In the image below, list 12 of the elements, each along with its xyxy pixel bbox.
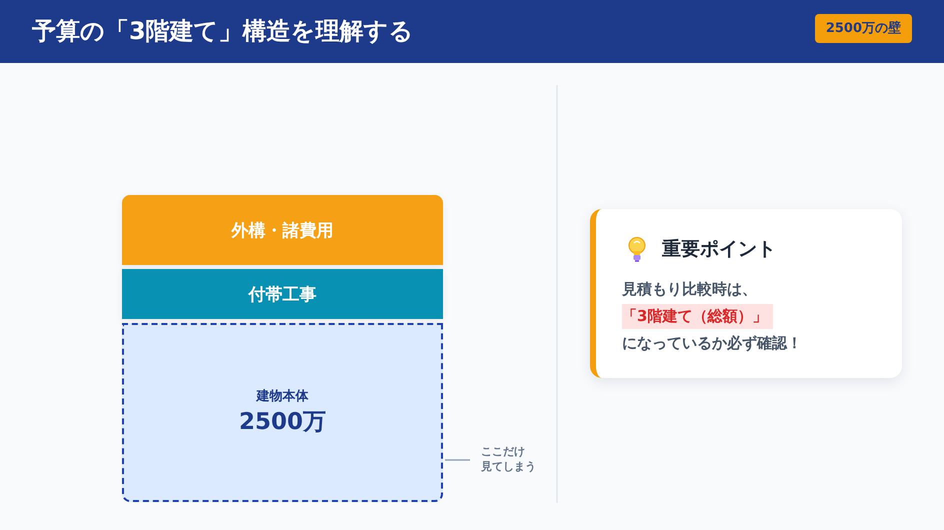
- card-text: 見積もり比較時は、「3階建て（総額）」になっているか必ず確認！: [622, 279, 803, 354]
- badge: 2500万の壁: [814, 14, 912, 43]
- note-text: ここだけ見てしまう: [470, 444, 541, 476]
- page-title: 予算の「3階建て」構造を理解する: [32, 16, 414, 47]
- info-card: [590, 209, 902, 378]
- cost-block: 外構・諸費用: [122, 195, 443, 265]
- leader-line: [445, 459, 470, 461]
- block-label: 建物本体: [256, 388, 308, 406]
- cost-block: 付帯工事: [122, 269, 443, 319]
- amount-text: 2500万: [238, 408, 326, 436]
- card-heading: 重要ポイント: [662, 237, 776, 262]
- dashed-block: [122, 323, 443, 502]
